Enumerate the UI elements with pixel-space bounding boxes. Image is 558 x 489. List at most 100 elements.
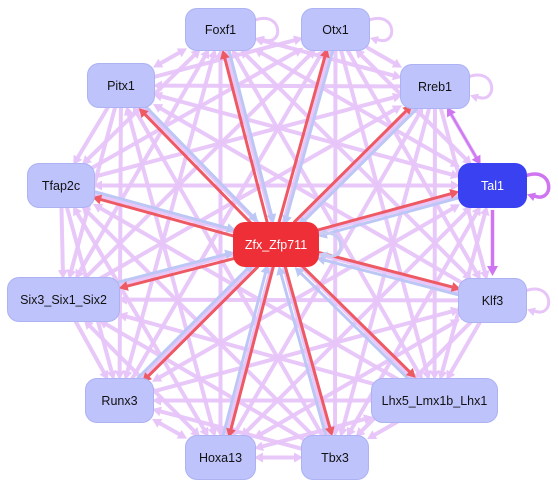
node-six3[interactable]: Six3_Six1_Six2 — [7, 277, 120, 322]
edge-six3-lhx5 — [124, 314, 375, 386]
edge-otx1-six3-arrowhead — [305, 49, 316, 59]
edge-out-tal1-arrowhead — [449, 189, 460, 199]
edge-in-pitx1 — [141, 102, 254, 217]
edge-in-foxf1 — [226, 46, 273, 217]
edge-in-hoxa13 — [221, 271, 267, 438]
node-klf3[interactable]: Klf3 — [458, 278, 527, 323]
edge-six3-tbx3 — [104, 322, 305, 441]
node-zfx[interactable]: Zfx_Zfp711 — [233, 222, 319, 267]
edge-tfap2c-runx3-arrowhead — [106, 370, 117, 380]
edge-in-tfap2c — [92, 189, 229, 230]
node-label: Runx3 — [101, 393, 138, 408]
edge-out-tbx3-arrowhead — [325, 426, 335, 437]
edge-otx1-runx3-arrowhead — [315, 49, 325, 60]
edge-pitx1-runx3-arrowhead — [114, 370, 125, 380]
node-tfap2c[interactable]: Tfap2c — [27, 163, 95, 208]
edge-in-tbx3 — [279, 272, 328, 440]
edge-runx3-hoxa13-arrowhead-back — [152, 418, 163, 428]
node-label: Lhx5_Lmx1b_Lhx1 — [381, 393, 488, 408]
edge-out-runx3 — [147, 265, 260, 378]
edge-pitx1-klf3-arrowhead — [153, 104, 164, 113]
node-tal1[interactable]: Tal1 — [458, 163, 527, 208]
edge-pitx1-hoxa13-arrowhead — [207, 427, 218, 437]
edge-out-tal1 — [314, 192, 453, 232]
node-label: Tal1 — [481, 178, 504, 193]
edge-otx1-tal1-arrowhead-back — [355, 49, 365, 59]
node-label: Six3_Six1_Six2 — [20, 292, 107, 307]
edge-otx1-rreb1 — [366, 46, 397, 66]
edge-klf3-lhx5-arrowhead — [446, 369, 456, 380]
edge-klf3-tbx3-arrowhead — [355, 427, 366, 437]
node-rreb1[interactable]: Rreb1 — [400, 64, 470, 109]
edge-otx1-rreb1-arrowhead — [391, 58, 402, 68]
self-loop-klf3-arrowhead — [527, 307, 536, 316]
edge-out-lhx5 — [297, 261, 411, 374]
edge-tfap2c-hoxa13-arrowhead — [199, 426, 209, 437]
node-label: Hoxa13 — [198, 450, 243, 465]
self-loop-rreb1-arrowhead — [470, 93, 479, 102]
edge-tal1-runx3 — [157, 206, 455, 380]
edge-klf3-hoxa13 — [259, 321, 455, 436]
node-tbx3[interactable]: Tbx3 — [301, 435, 369, 480]
node-runx3[interactable]: Runx3 — [85, 378, 154, 423]
edge-rreb1-six3 — [97, 107, 397, 281]
edge-klf3-lhx5 — [448, 319, 483, 375]
edge-lhx5-tbx3 — [372, 419, 401, 437]
edge-rreb1-tfap2c-arrowhead — [392, 92, 402, 103]
edge-foxf1-rreb1-arrowhead-back — [392, 70, 402, 81]
edge-six3-lhx5-arrowhead — [118, 311, 128, 322]
edge-out-six3-arrowhead — [118, 281, 129, 291]
edge-rreb1-hoxa13 — [234, 112, 421, 432]
edge-rreb1-tbx3-arrowhead — [338, 427, 348, 437]
edge-klf3-runx3-arrowhead — [450, 306, 460, 317]
edge-in-runx3 — [136, 267, 249, 380]
edge-klf3-hoxa13-arrowhead — [449, 319, 460, 329]
edge-out-klf3 — [316, 250, 454, 289]
edge-in-klf3 — [323, 258, 461, 297]
edge-in-tbx3-arrowhead — [276, 265, 286, 276]
edge-tfap2c-tal1-arrowhead — [93, 180, 102, 191]
edge-tal1-runx3-arrowhead-back — [152, 372, 163, 382]
edge-hoxa13-tbx3-arrowhead — [254, 452, 263, 463]
edge-pitx1-tal1 — [159, 94, 454, 177]
self-loop-otx1 — [368, 16, 394, 43]
edge-rreb1-lhx5-arrowhead — [429, 370, 440, 380]
edge-lhx5-hoxa13-arrowhead — [363, 414, 373, 424]
edge-pitx1-tfap2c-arrowhead — [73, 154, 83, 165]
edge-out-six3 — [125, 256, 238, 288]
edge-out-foxf1-arrowhead — [220, 49, 230, 60]
edge-otx1-tal1-arrowhead — [461, 155, 472, 165]
edge-six3-runx3-arrowhead — [99, 369, 109, 380]
self-loop-tal1-arrowhead — [527, 192, 536, 201]
edge-runx3-hoxa13-arrowhead — [176, 429, 187, 439]
edge-tfap2c-lhx5 — [98, 206, 401, 382]
node-label: Pitx1 — [107, 78, 135, 93]
edge-six3-hoxa13-arrowhead-back — [83, 320, 94, 330]
node-label: Tfap2c — [41, 178, 81, 193]
edge-rreb1-tbx3 — [340, 105, 432, 431]
node-hoxa13[interactable]: Hoxa13 — [185, 435, 256, 480]
self-loop-klf3 — [525, 287, 551, 314]
node-label: Otx1 — [322, 22, 349, 37]
node-foxf1[interactable]: Foxf1 — [185, 8, 256, 51]
node-label: Klf3 — [481, 293, 504, 308]
edge-six3-runx3 — [72, 318, 106, 375]
node-otx1[interactable]: Otx1 — [301, 8, 370, 51]
edge-foxf1-lhx5 — [234, 54, 421, 375]
edge-rreb1-tal1-arrowhead — [471, 154, 481, 165]
edge-pitx1-tfap2c — [75, 104, 111, 160]
edge-tal1-tbx3-arrowhead — [346, 426, 356, 437]
node-pitx1[interactable]: Pitx1 — [87, 63, 155, 108]
edge-tfap2c-lhx5-arrowhead — [93, 203, 104, 213]
edge-out-hoxa13 — [229, 264, 276, 431]
edge-out-pitx1-arrowhead — [138, 108, 149, 118]
edge-out-tfap2c — [99, 198, 236, 238]
edge-in-tal1 — [324, 195, 463, 236]
edge-rreb1-tal1 — [450, 113, 478, 159]
edge-foxf1-runx3-arrowhead — [122, 370, 133, 380]
edge-rreb1-six3-arrowhead — [391, 105, 402, 115]
edge-runx3-hoxa13 — [157, 421, 182, 437]
edge-pitx1-tbx3-arrowhead — [132, 106, 142, 117]
node-lhx5[interactable]: Lhx5_Lmx1b_Lhx1 — [371, 378, 498, 423]
